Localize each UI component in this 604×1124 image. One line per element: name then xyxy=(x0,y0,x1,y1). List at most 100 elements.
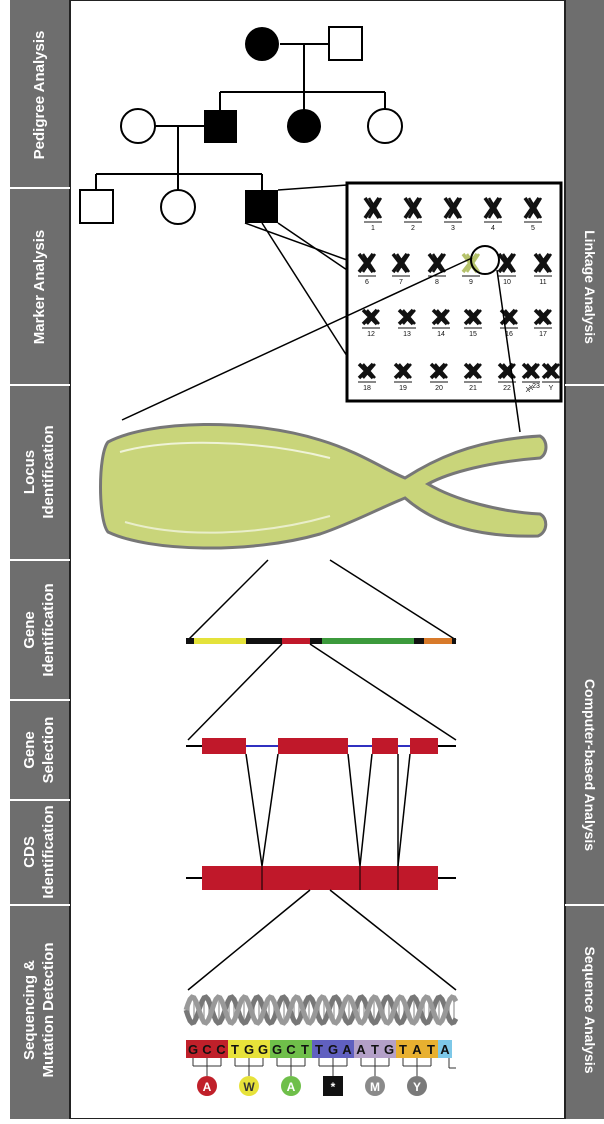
svg-text:A: A xyxy=(287,1080,296,1094)
svg-text:G: G xyxy=(328,1042,338,1057)
dna-base: C xyxy=(200,1040,214,1058)
karyotype-number: 18 xyxy=(363,385,371,392)
pedigree-unaffected-male-gen1 xyxy=(329,27,362,60)
exon-1 xyxy=(202,738,246,754)
pedigree-affected-female-gen1 xyxy=(245,27,279,61)
svg-text:A: A xyxy=(412,1042,422,1057)
dna-base: G xyxy=(256,1040,270,1058)
karyotype-number: 14 xyxy=(437,331,445,338)
dna-base: T xyxy=(396,1040,410,1058)
amino-acid: * xyxy=(323,1076,343,1096)
dna-base: C xyxy=(214,1040,228,1058)
karyotype-number: 10 xyxy=(503,279,511,286)
svg-text:G: G xyxy=(272,1042,282,1057)
svg-text:T: T xyxy=(315,1042,323,1057)
stage-label-pedigree: Pedigree Analysis xyxy=(31,31,48,160)
right-label-linkage: Linkage Analysis xyxy=(582,230,598,344)
exon-4 xyxy=(410,738,438,754)
karyotype-number: 17 xyxy=(539,331,547,338)
svg-text:T: T xyxy=(427,1042,435,1057)
amino-acid: A xyxy=(281,1076,301,1096)
pedigree-affected-male-gen3 xyxy=(245,190,278,223)
karyotype-number: 3 xyxy=(451,225,455,232)
svg-text:A: A xyxy=(203,1080,212,1094)
right-label-sequence: Sequence Analysis xyxy=(582,946,598,1073)
exon-2 xyxy=(278,738,348,754)
dna-base: A xyxy=(410,1040,424,1058)
svg-text:C: C xyxy=(202,1042,212,1057)
amino-acid: W xyxy=(239,1076,259,1096)
svg-text:T: T xyxy=(301,1042,309,1057)
svg-text:G: G xyxy=(384,1042,394,1057)
karyotype-number: 15 xyxy=(469,331,477,338)
cds-block xyxy=(202,866,438,890)
svg-text:G: G xyxy=(244,1042,254,1057)
karyotype-number: 4 xyxy=(491,225,495,232)
karyotype-number: 20 xyxy=(435,385,443,392)
karyotype-number: 23 xyxy=(532,383,540,390)
karyotype-number: 9 xyxy=(469,279,473,286)
dna-base: A xyxy=(354,1040,368,1058)
pedigree-affected-female-gen2 xyxy=(287,109,321,143)
dna-base: G xyxy=(186,1040,200,1058)
target-gene xyxy=(282,638,310,644)
svg-text:C: C xyxy=(286,1042,296,1057)
amino-acid: M xyxy=(365,1076,385,1096)
svg-text:A: A xyxy=(342,1042,352,1057)
dna-base: T xyxy=(298,1040,312,1058)
dna-base: G xyxy=(270,1040,284,1058)
karyotype-number: 6 xyxy=(365,279,369,286)
karyotype-number: X xyxy=(526,387,531,394)
svg-text:W: W xyxy=(243,1080,255,1094)
karyotype-number: Y xyxy=(549,385,554,392)
karyotype-number: 7 xyxy=(399,279,403,286)
svg-text:*: * xyxy=(331,1080,336,1094)
dna-base: T xyxy=(228,1040,242,1058)
stage-label-marker: Marker Analysis xyxy=(31,230,48,345)
dna-base: G xyxy=(382,1040,396,1058)
cds xyxy=(186,866,456,890)
dna-base: C xyxy=(284,1040,298,1058)
svg-text:A: A xyxy=(356,1042,366,1057)
svg-text:M: M xyxy=(370,1080,380,1094)
svg-text:Y: Y xyxy=(413,1080,421,1094)
pedigree-unaffected-female-gen2 xyxy=(368,109,402,143)
dna-base: T xyxy=(368,1040,382,1058)
svg-text:T: T xyxy=(371,1042,379,1057)
svg-text:G: G xyxy=(258,1042,268,1057)
dna-base: G xyxy=(326,1040,340,1058)
svg-text:T: T xyxy=(231,1042,239,1057)
karyotype-number: 12 xyxy=(367,331,375,338)
amino-acid: A xyxy=(197,1076,217,1096)
karyotype-number: 22 xyxy=(503,385,511,392)
svg-text:C: C xyxy=(216,1042,226,1057)
dna-base: T xyxy=(424,1040,438,1058)
karyotype-number: 1 xyxy=(371,225,375,232)
gene-structure xyxy=(186,738,456,754)
karyotype-number: 8 xyxy=(435,279,439,286)
right-label-computer: Computer-based Analysis xyxy=(582,679,598,851)
pedigree-unaffected-female-gen3 xyxy=(161,190,195,224)
dna-base: T xyxy=(312,1040,326,1058)
karyotype-number: 19 xyxy=(399,385,407,392)
main-panel xyxy=(70,0,565,1119)
svg-text:T: T xyxy=(399,1042,407,1057)
karyotype-number: 5 xyxy=(531,225,535,232)
svg-text:G: G xyxy=(188,1042,198,1057)
karyotype-number: 13 xyxy=(403,331,411,338)
dna-base: A xyxy=(340,1040,354,1058)
pedigree-unaffected-male-gen3 xyxy=(80,190,113,223)
dna-base: A xyxy=(438,1040,452,1058)
karyotype-number: 11 xyxy=(539,279,546,286)
pedigree-affected-male-gen2 xyxy=(204,110,237,143)
pedigree-unaffected-female-spouse xyxy=(121,109,155,143)
karyotype-number: 21 xyxy=(469,385,477,392)
amino-acid: Y xyxy=(407,1076,427,1096)
exon-3 xyxy=(372,738,398,754)
gene-region-bar xyxy=(186,638,456,644)
dna-base: G xyxy=(242,1040,256,1058)
svg-text:A: A xyxy=(440,1042,450,1057)
